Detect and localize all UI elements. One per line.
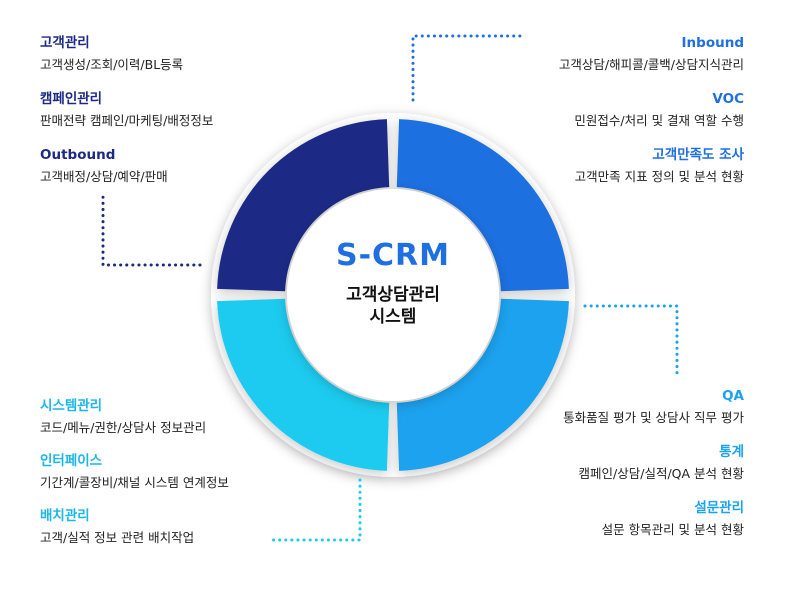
item-desc: 코드/메뉴/권한/상담사 정보관리 — [40, 420, 207, 435]
item-desc: 통화품질 평가 및 상담사 직무 평가 — [563, 410, 744, 425]
item-title: Outbound — [40, 147, 116, 163]
item-desc: 설문 항목관리 및 분석 현황 — [601, 522, 744, 537]
item-title: 고객관리 — [40, 35, 90, 51]
item-title: 배치관리 — [40, 508, 90, 524]
item-title: Inbound — [681, 35, 744, 51]
item-customer-management: 고객관리 고객생성/조회/이력/BL등록 — [40, 34, 183, 74]
item-title: QA — [722, 388, 744, 404]
item-desc: 캠페인/상담/실적/QA 분석 현황 — [578, 466, 744, 481]
segment-cyan — [217, 298, 390, 471]
item-outbound: Outbound 고객배정/상담/예약/판매 — [40, 146, 168, 186]
segment-blue — [396, 119, 569, 292]
item-title: VOC — [712, 91, 744, 107]
item-desc: 민원접수/처리 및 결재 역할 수행 — [574, 113, 744, 128]
connector-top-right — [411, 34, 522, 102]
connector-bottom-right — [583, 304, 679, 380]
item-desc: 고객상담/해피콜/콜백/상담지식관리 — [558, 57, 744, 72]
item-statistics: 통계 캠페인/상담/실적/QA 분석 현황 — [579, 443, 744, 483]
item-desc: 고객만족 지표 정의 및 분석 현황 — [574, 169, 744, 184]
segment-navy — [217, 119, 390, 292]
item-satisfaction-survey: 고객만족도 조사 고객만족 지표 정의 및 분석 현황 — [575, 146, 744, 186]
item-desc: 판매전략 캠페인/마케팅/배정정보 — [40, 113, 214, 128]
item-title: 인터페이스 — [40, 453, 103, 469]
connector-top-left — [101, 193, 202, 267]
system-title: S-CRM — [335, 238, 451, 273]
segment-sky — [396, 298, 569, 471]
item-batch-management: 배치관리 고객/실적 정보 관련 배치작업 — [40, 507, 194, 547]
connector-bottom-left — [266, 478, 362, 542]
item-title: 고객만족도 조사 — [652, 147, 744, 163]
item-title: 시스템관리 — [40, 398, 103, 414]
item-qa: QA 통화품질 평가 및 상담사 직무 평가 — [563, 387, 744, 427]
item-desc: 고객/실적 정보 관련 배치작업 — [40, 530, 195, 545]
system-subtitle-line2: 시스템 — [369, 307, 417, 327]
center-label: S-CRM 고객상담관리 시스템 — [286, 238, 500, 328]
system-subtitle-line1: 고객상담관리 — [346, 285, 440, 305]
item-voc: VOC 민원접수/처리 및 결재 역할 수행 — [574, 90, 744, 130]
center-disc — [287, 189, 499, 401]
item-desc: 기간계/콜장비/채널 시스템 연계정보 — [40, 475, 229, 490]
item-inbound: Inbound 고객상담/해피콜/콜백/상담지식관리 — [559, 34, 744, 74]
item-campaign-management: 캠페인관리 판매전략 캠페인/마케팅/배정정보 — [40, 90, 213, 130]
item-desc: 고객배정/상담/예약/판매 — [40, 169, 168, 184]
item-system-management: 시스템관리 코드/메뉴/권한/상담사 정보관리 — [40, 397, 206, 437]
item-title: 캠페인관리 — [40, 91, 103, 107]
item-survey-management: 설문관리 설문 항목관리 및 분석 현황 — [602, 499, 744, 539]
item-interface: 인터페이스 기간계/콜장비/채널 시스템 연계정보 — [40, 452, 229, 492]
item-title: 통계 — [719, 444, 744, 460]
item-desc: 고객생성/조회/이력/BL등록 — [40, 57, 184, 72]
item-title: 설문관리 — [694, 500, 744, 516]
